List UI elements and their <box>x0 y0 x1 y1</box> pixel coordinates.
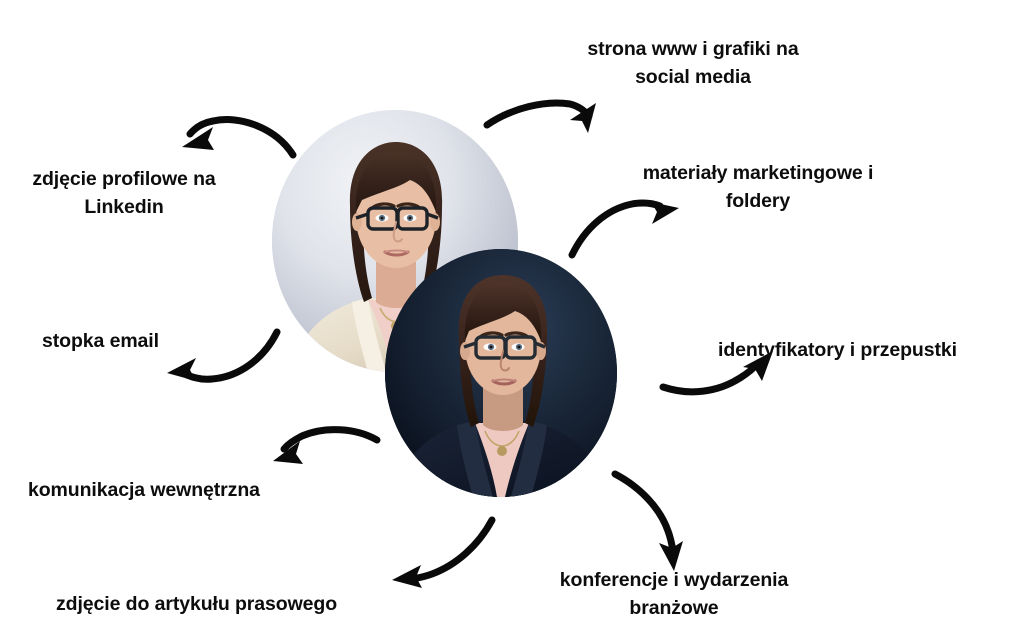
label-email-signature: stopka email <box>42 330 159 352</box>
label-press-article: zdjęcie do artykułu prasowego <box>56 593 338 615</box>
arrow-to-www-social <box>483 99 596 133</box>
arrow-to-internal-comms <box>273 426 381 464</box>
label-internal-comms: komunikacja wewnętrzna <box>28 479 260 501</box>
label-marketing: materiały marketingowe i foldery <box>642 162 874 212</box>
arrow-to-conferences <box>611 470 683 571</box>
portrait-photo-dark <box>385 249 617 497</box>
arrow-to-press-article <box>392 516 496 588</box>
label-identifiers: identyfikatory i przepustki <box>718 339 957 361</box>
label-linkedin: zdjęcie profilowe na Linkedin <box>32 168 216 218</box>
arrow-to-linkedin <box>182 116 297 159</box>
label-conferences: konferencje i wydarzenia branżowe <box>559 569 789 619</box>
label-www-social: strona www i grafiki na social media <box>587 38 799 88</box>
